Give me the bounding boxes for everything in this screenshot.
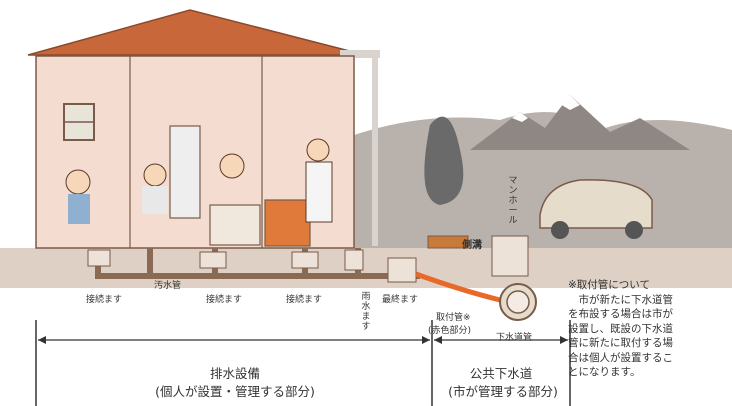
person-cooking bbox=[306, 138, 330, 162]
label-attachment-pipe: 取付管※ bbox=[436, 313, 471, 323]
label-red-part: (赤色部分) bbox=[428, 326, 472, 336]
label-connection-3: 接続ます bbox=[286, 295, 323, 305]
house-roof bbox=[27, 9, 366, 56]
label-sewage-pipe: 汚水管 bbox=[154, 281, 182, 291]
rainwater-box bbox=[344, 249, 364, 271]
bathtub bbox=[209, 204, 261, 246]
label-connection-2: 接続ます bbox=[206, 295, 243, 305]
final-box bbox=[387, 257, 417, 283]
label-manhole: マンホール bbox=[508, 176, 518, 226]
label-sewer-pipe: 下水道管 bbox=[496, 333, 533, 343]
note-line: を布設する場合は市が bbox=[568, 308, 673, 320]
snow-cap bbox=[512, 95, 580, 122]
note-line: 合は個人が設置するこ bbox=[568, 351, 673, 364]
connection-box bbox=[87, 249, 111, 267]
attachment-pipe-note: ※取付管について 市が新たに下水道管 を布設する場合は市が 設置し、既設の下水道… bbox=[568, 278, 732, 406]
connection-box bbox=[291, 251, 319, 269]
kitchen-counter bbox=[264, 199, 311, 247]
label-connection-1: 接続ます bbox=[86, 295, 123, 305]
ground bbox=[0, 248, 732, 288]
appliance bbox=[169, 125, 201, 219]
note-line: 設置し、既設の下水道 bbox=[568, 322, 673, 335]
connection-box bbox=[199, 251, 227, 269]
downspout bbox=[372, 56, 378, 246]
person-washing bbox=[143, 163, 167, 187]
sewage-pipe bbox=[95, 262, 420, 279]
side-ditch-block bbox=[427, 235, 469, 249]
tree bbox=[424, 116, 464, 205]
label-side-ditch: 側溝 bbox=[462, 240, 482, 251]
label-final-box: 最終ます bbox=[382, 295, 419, 305]
person-bathing bbox=[219, 153, 245, 179]
note-title: ※取付管について bbox=[568, 279, 650, 291]
attachment-pipe bbox=[415, 271, 501, 303]
note-line: 管に新たに取付する場 bbox=[568, 337, 673, 349]
car bbox=[539, 179, 653, 229]
public-section-title: 公共下水道 bbox=[469, 366, 533, 381]
label-rainwater-box: 雨水ます bbox=[361, 292, 371, 332]
public-section-subtitle: (市が管理する部分) bbox=[448, 384, 558, 399]
drainage-section-title: 排水設備 bbox=[209, 366, 260, 381]
manhole-shaft bbox=[491, 235, 529, 277]
note-line: とになります。 bbox=[568, 366, 641, 378]
drainage-section-subtitle: (個人が設置・管理する部分) bbox=[155, 384, 315, 399]
note-line: 市が新たに下水道管 bbox=[568, 293, 673, 306]
person-toilet bbox=[65, 169, 91, 195]
mountain bbox=[470, 95, 690, 150]
